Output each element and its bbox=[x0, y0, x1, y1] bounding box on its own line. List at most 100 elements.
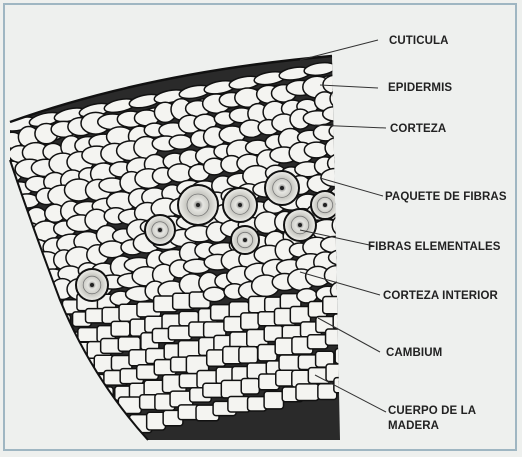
label-corteza: CORTEZA bbox=[390, 122, 446, 136]
fiber-lumen bbox=[196, 203, 200, 207]
wood-cell bbox=[84, 406, 106, 420]
wood-cell bbox=[34, 317, 57, 332]
cortex-cell bbox=[9, 244, 30, 259]
wood-cell bbox=[12, 374, 31, 388]
wood-cell bbox=[35, 412, 57, 430]
wood-cell bbox=[239, 347, 258, 364]
cortex-cell bbox=[18, 287, 40, 304]
wood-cell bbox=[275, 338, 294, 355]
cortex-cell bbox=[321, 168, 350, 186]
wood-cell bbox=[335, 349, 353, 364]
wood-cell bbox=[2, 321, 21, 338]
fiber-lumen bbox=[90, 283, 94, 287]
cortex-cell bbox=[0, 197, 25, 212]
cortex-cell bbox=[321, 236, 348, 252]
wood-cell bbox=[95, 387, 113, 404]
wood-cell bbox=[258, 344, 277, 360]
wood-cell bbox=[77, 425, 96, 439]
wood-cell bbox=[3, 357, 22, 372]
wood-cell bbox=[9, 308, 33, 326]
wood-cell bbox=[27, 338, 50, 353]
label-corteza-interior: CORTEZA INTERIOR bbox=[383, 289, 498, 303]
wood-cell bbox=[19, 323, 41, 337]
cortex-cell bbox=[6, 276, 31, 294]
wood-cell bbox=[2, 420, 24, 436]
wood-cell bbox=[10, 338, 33, 354]
tissue-body bbox=[0, 40, 359, 452]
wood-cell bbox=[52, 346, 71, 361]
wood-cell bbox=[60, 363, 83, 378]
label-paquete-de-fibras: PAQUETE DE FIBRAS bbox=[385, 190, 507, 204]
fiber-lumen bbox=[298, 223, 302, 227]
label-madera: MADERA bbox=[388, 419, 439, 433]
wood-cell bbox=[63, 426, 82, 442]
wood-cell bbox=[42, 334, 65, 352]
wood-cell bbox=[323, 297, 344, 314]
wood-cell bbox=[60, 394, 83, 409]
cortex-cell bbox=[330, 88, 355, 109]
wood-cell bbox=[241, 313, 259, 330]
cortex-cell bbox=[203, 287, 225, 301]
cortex-cell bbox=[0, 257, 25, 276]
cortex-cell bbox=[0, 226, 28, 245]
wood-cell bbox=[21, 415, 40, 432]
wood-cell bbox=[44, 399, 63, 413]
fiber-lumen bbox=[323, 203, 327, 207]
cortex-cell bbox=[325, 138, 347, 158]
wood-cell bbox=[69, 409, 88, 425]
label-cuerpo-de-la: CUERPO DE LA bbox=[388, 404, 476, 418]
wood-cell bbox=[241, 378, 259, 394]
wood-cell bbox=[26, 433, 47, 450]
wood-cell bbox=[296, 384, 319, 401]
wood-cell bbox=[129, 350, 148, 366]
wood-cell bbox=[333, 314, 353, 329]
wood-cell bbox=[308, 335, 328, 349]
wood-cell bbox=[41, 431, 65, 448]
wood-cell bbox=[118, 397, 141, 413]
cortex-cell bbox=[323, 107, 347, 121]
wood-cell bbox=[228, 397, 250, 412]
wood-cell bbox=[37, 349, 58, 364]
wood-cell bbox=[27, 400, 48, 416]
wood-cell bbox=[51, 408, 74, 426]
label-cuticula: CUTICULA bbox=[389, 34, 449, 48]
fiber-lumen bbox=[158, 228, 162, 232]
wood-cell bbox=[1, 388, 22, 403]
cortex-cell bbox=[169, 135, 192, 149]
cortex-cell bbox=[22, 270, 50, 288]
wood-cell bbox=[70, 375, 91, 390]
wood-cell bbox=[81, 390, 99, 407]
label-epidermis: EPIDERMIS bbox=[388, 81, 452, 95]
wood-cell bbox=[24, 307, 46, 322]
fiber-lumen bbox=[280, 186, 284, 190]
wood-cell bbox=[94, 421, 114, 439]
label-cambium: CAMBIUM bbox=[386, 346, 442, 360]
cortex-cell bbox=[323, 75, 350, 94]
wood-cell bbox=[221, 380, 243, 397]
wood-cell bbox=[27, 369, 51, 385]
label-fibras-elementales: FIBRAS ELEMENTALES bbox=[368, 240, 501, 254]
wood-cell bbox=[326, 329, 349, 345]
wood-cell bbox=[86, 374, 105, 390]
wood-cell bbox=[264, 391, 283, 409]
wood-cell bbox=[45, 364, 66, 379]
fiber-lumen bbox=[243, 238, 247, 242]
wood-cell bbox=[3, 293, 23, 310]
fiber-lumen bbox=[238, 203, 242, 207]
cortex-cell bbox=[329, 250, 358, 266]
cortex-cell bbox=[313, 124, 338, 140]
wood-cell bbox=[21, 351, 39, 369]
wood-cell bbox=[36, 381, 58, 397]
leader-cuticula bbox=[300, 40, 378, 60]
wood-cell bbox=[42, 302, 63, 318]
cortex-cell bbox=[332, 215, 353, 236]
wood-cell bbox=[109, 419, 133, 433]
wood-cell bbox=[290, 306, 310, 323]
wood-cell bbox=[20, 387, 41, 403]
cortex-cell bbox=[18, 259, 40, 274]
wood-cell bbox=[51, 379, 72, 394]
wood-cell bbox=[8, 404, 29, 419]
wood-cell bbox=[12, 434, 31, 452]
